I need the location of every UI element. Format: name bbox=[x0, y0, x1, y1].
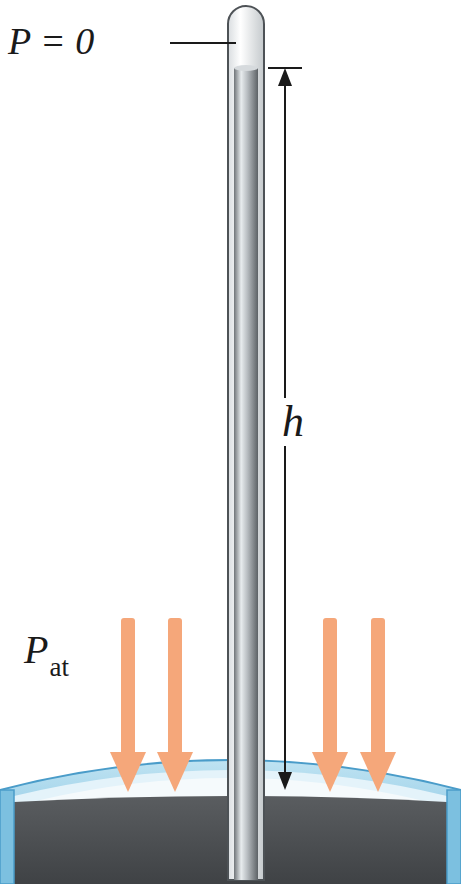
glass-tube bbox=[228, 6, 264, 880]
pressure-label: P = 0 bbox=[8, 22, 94, 60]
height-label: h bbox=[279, 398, 307, 446]
mercury-column bbox=[234, 68, 258, 880]
pressure-subscript: at bbox=[49, 654, 69, 681]
dimension-arrowhead bbox=[278, 772, 292, 790]
pressure-label: P bbox=[24, 630, 48, 670]
dimension-arrowhead bbox=[278, 68, 292, 86]
pressure-arrows bbox=[110, 618, 396, 792]
leader-line bbox=[170, 42, 236, 44]
dish-wall bbox=[0, 790, 14, 884]
dish-wall bbox=[447, 790, 461, 884]
mercury-meniscus bbox=[234, 65, 258, 71]
